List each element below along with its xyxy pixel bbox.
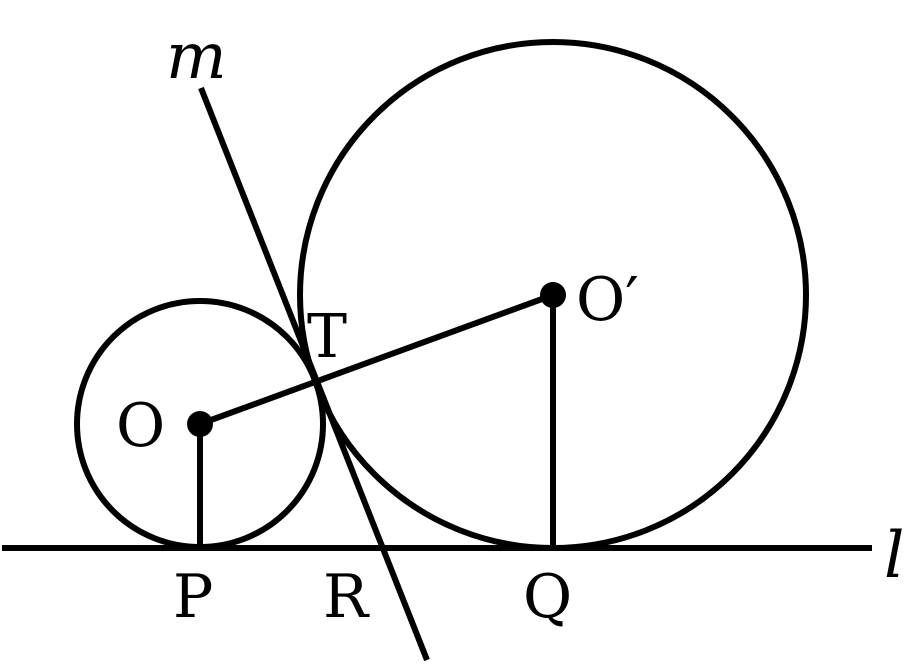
label-t: T xyxy=(307,302,347,372)
label-m: m xyxy=(166,20,227,94)
segment-o-o-prime xyxy=(198,292,555,427)
point-o xyxy=(187,411,213,437)
label-r: R xyxy=(323,562,370,632)
label-p: P xyxy=(173,562,213,632)
line-m xyxy=(198,86,430,662)
label-o: O xyxy=(116,391,165,461)
label-o-prime: O′ xyxy=(576,265,639,335)
label-l: l xyxy=(884,519,904,593)
point-o-prime xyxy=(540,282,566,308)
label-q: Q xyxy=(523,562,572,632)
